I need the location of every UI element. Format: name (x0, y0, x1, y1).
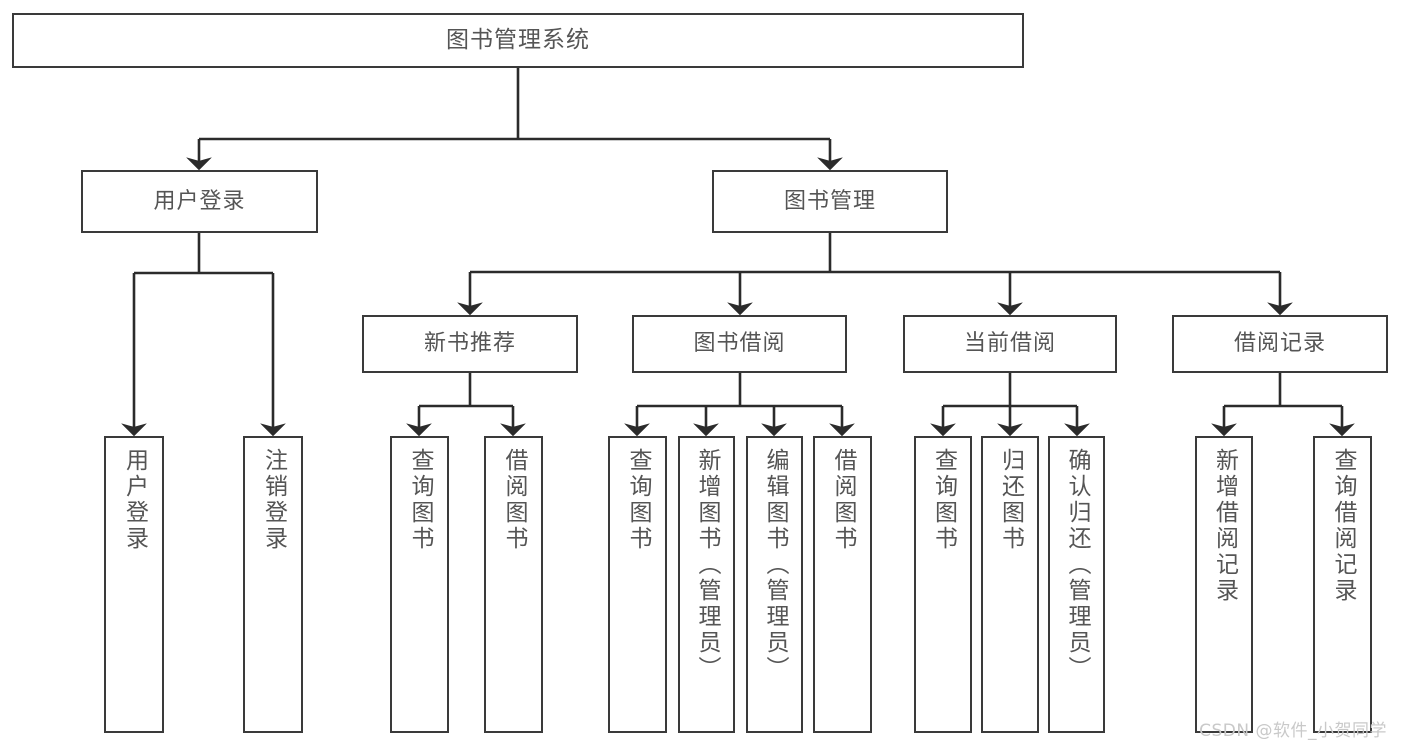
watermark: CSDN @软件_小贺同学 (1199, 721, 1387, 741)
node-user-login-label: 用户登录 (153, 188, 246, 214)
node-leaf-add-book[interactable]: 新增图书（管理员） (678, 436, 735, 733)
node-leaf-return-book-label: 归还图书 (997, 448, 1024, 552)
node-new-book-recommend-label: 新书推荐 (423, 331, 516, 357)
node-book-borrow[interactable]: 图书借阅 (632, 315, 847, 373)
node-leaf-confirm-return[interactable]: 确认归还（管理员） (1048, 436, 1105, 733)
node-leaf-query-book-1[interactable]: 查询图书 (390, 436, 449, 733)
node-user-login[interactable]: 用户登录 (81, 170, 318, 233)
node-root-label: 图书管理系统 (446, 27, 590, 54)
node-leaf-add-book-label: 新增图书（管理员） (694, 448, 720, 682)
node-leaf-logout[interactable]: 注销登录 (243, 436, 303, 733)
node-current-borrow[interactable]: 当前借阅 (903, 315, 1117, 373)
node-leaf-borrow-book-2-label: 借阅图书 (830, 448, 856, 552)
node-leaf-edit-book-label: 编辑图书（管理员） (762, 448, 788, 682)
node-leaf-query-record-label: 查询借阅记录 (1330, 448, 1356, 604)
node-leaf-return-book[interactable]: 归还图书 (981, 436, 1039, 733)
node-leaf-confirm-return-label: 确认归还（管理员） (1064, 448, 1090, 682)
node-leaf-query-book-3[interactable]: 查询图书 (914, 436, 972, 733)
node-leaf-user-login-label: 用户登录 (121, 448, 148, 552)
node-book-management[interactable]: 图书管理 (712, 170, 948, 233)
node-leaf-query-book-1-label: 查询图书 (407, 448, 433, 552)
node-borrow-record-label: 借阅记录 (1233, 331, 1326, 357)
node-leaf-add-record-label: 新增借阅记录 (1211, 448, 1238, 604)
node-leaf-user-login[interactable]: 用户登录 (104, 436, 164, 733)
node-new-book-recommend[interactable]: 新书推荐 (362, 315, 578, 373)
node-root[interactable]: 图书管理系统 (12, 13, 1024, 68)
node-current-borrow-label: 当前借阅 (963, 331, 1056, 357)
node-book-management-label: 图书管理 (783, 188, 876, 214)
node-borrow-record[interactable]: 借阅记录 (1172, 315, 1388, 373)
node-leaf-query-book-2[interactable]: 查询图书 (608, 436, 667, 733)
node-leaf-query-book-3-label: 查询图书 (930, 448, 957, 552)
node-leaf-edit-book[interactable]: 编辑图书（管理员） (746, 436, 803, 733)
node-leaf-borrow-book-1[interactable]: 借阅图书 (484, 436, 543, 733)
node-leaf-borrow-book-2[interactable]: 借阅图书 (813, 436, 872, 733)
node-leaf-borrow-book-1-label: 借阅图书 (501, 448, 527, 552)
node-book-borrow-label: 图书借阅 (693, 331, 786, 357)
node-leaf-logout-label: 注销登录 (260, 448, 287, 552)
node-leaf-query-book-2-label: 查询图书 (625, 448, 651, 552)
node-leaf-query-record[interactable]: 查询借阅记录 (1313, 436, 1372, 733)
node-leaf-add-record[interactable]: 新增借阅记录 (1195, 436, 1253, 733)
